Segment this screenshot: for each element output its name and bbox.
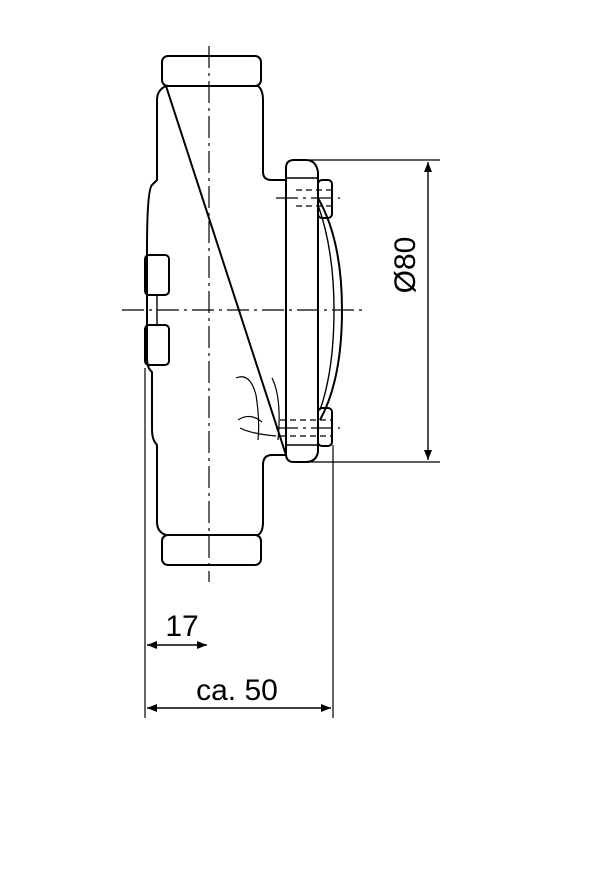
top-screw-head: [317, 179, 333, 219]
flange-bulge: [317, 197, 343, 421]
diameter-dimension-text: Ø80: [389, 237, 422, 294]
top-nut: [161, 55, 262, 87]
bottom-screw-head: [317, 407, 333, 447]
overall-dimension-text: ca. 50: [196, 674, 278, 707]
side-knob-lower: [144, 324, 170, 366]
valve-body: [146, 85, 287, 536]
flange-inner-line: [317, 204, 335, 411]
center-lines: [122, 46, 362, 582]
hidden-lines: [280, 189, 332, 437]
offset-dimension-text: 17: [165, 610, 198, 643]
dimension-lines: [147, 162, 432, 712]
bottom-nut: [161, 534, 262, 566]
extension-lines: [144, 159, 440, 718]
side-knob-upper: [144, 254, 170, 296]
mounting-flange: [285, 159, 319, 463]
internal-lever: [235, 376, 280, 441]
